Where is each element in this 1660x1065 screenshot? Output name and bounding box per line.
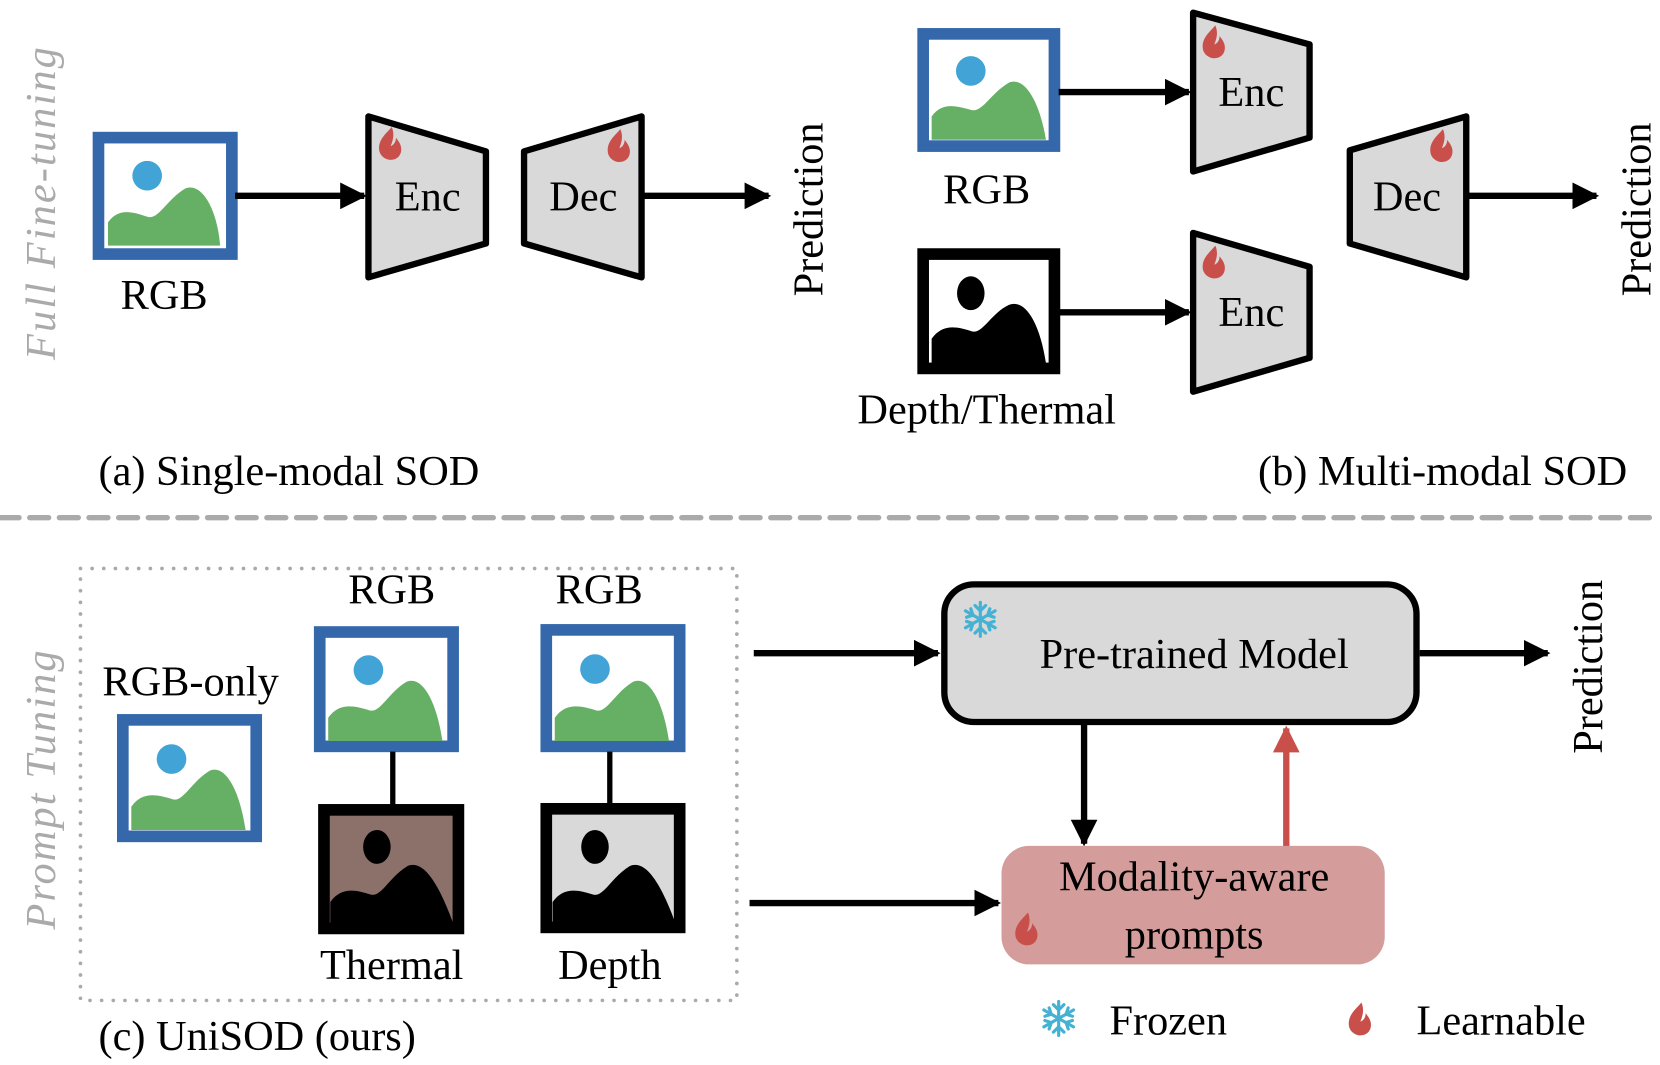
decoder-label: Dec: [549, 174, 617, 221]
prediction-label: Prediction: [1565, 580, 1612, 754]
caption-a: (a) Single-modal SOD: [98, 448, 479, 495]
encoder-block-bottom: Enc: [1189, 229, 1313, 395]
rgb-image-icon-pair1: [313, 626, 459, 753]
thermal-image-icon: [318, 804, 465, 935]
input-group-box: [78, 566, 739, 1003]
caption-b: (b) Multi-modal SOD: [1258, 448, 1627, 495]
panel-c: RGB-only RGB Thermal RGB: [78, 566, 1612, 1060]
rgb-image-icon: [92, 131, 238, 260]
flame-icon: [1348, 1002, 1371, 1036]
legend: Frozen Learnable: [1042, 997, 1586, 1044]
rgb-label: RGB: [943, 166, 1030, 213]
rgb-image-icon: [917, 28, 1061, 152]
prompts-label-line1: Modality-aware: [1059, 853, 1329, 900]
prompts-label-line2: prompts: [1125, 912, 1264, 959]
encoder-label: Enc: [1218, 69, 1284, 116]
rgb-only-image-icon: [117, 714, 263, 843]
legend-learnable-label: Learnable: [1416, 997, 1585, 1044]
encoder-label: Enc: [1218, 289, 1284, 336]
pretrained-model-label: Pre-trained Model: [1040, 631, 1349, 678]
encoder-label: Enc: [395, 174, 461, 221]
depth-label: Depth: [558, 942, 661, 989]
rgb-only-label: RGB-only: [102, 659, 278, 706]
rgb-label: RGB: [121, 272, 208, 319]
side-label-full-fine-tuning: Full Fine-tuning: [18, 45, 65, 361]
panel-b: RGB Depth/Thermal Enc Enc Dec Prediction…: [857, 9, 1660, 495]
prediction-label: Prediction: [786, 122, 833, 296]
encoder-block-top: Enc: [1189, 9, 1313, 175]
legend-frozen-label: Frozen: [1109, 997, 1227, 1044]
encoder-block: Enc: [365, 113, 490, 281]
side-label-prompt-tuning: Prompt Tuning: [18, 648, 65, 930]
depth-thermal-label: Depth/Thermal: [857, 386, 1116, 433]
snowflake-icon: [1042, 999, 1076, 1037]
decoder-block: Dec: [520, 113, 645, 281]
rgb-label-pair2: RGB: [556, 566, 643, 613]
prediction-label: Prediction: [1613, 122, 1660, 296]
thermal-label: Thermal: [320, 942, 463, 989]
rgb-image-icon-pair2: [540, 624, 686, 753]
modality-aware-prompts-block: Modality-aware prompts: [1001, 845, 1385, 965]
depth-image-icon: [540, 802, 686, 934]
caption-c: (c) UniSOD (ours): [98, 1013, 415, 1060]
decoder-label: Dec: [1373, 174, 1441, 221]
rgb-label-pair1: RGB: [348, 566, 435, 613]
pretrained-model-block: Pre-trained Model: [941, 581, 1420, 726]
decoder-block: Dec: [1346, 113, 1470, 281]
depth-thermal-image-icon: [917, 248, 1061, 375]
panel-a: RGB Enc Dec Prediction (a) Single-modal …: [92, 113, 833, 495]
